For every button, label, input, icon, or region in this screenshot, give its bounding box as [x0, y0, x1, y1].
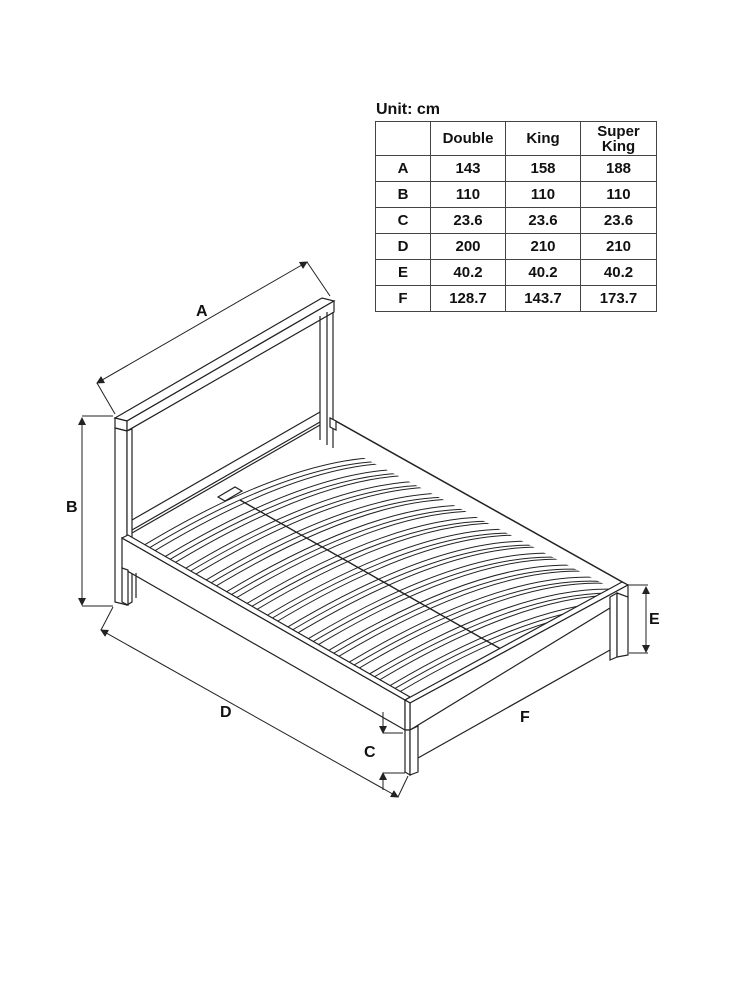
cell-king: 210: [505, 233, 581, 260]
dimension-lines: [78, 261, 650, 798]
label-a: A: [196, 303, 208, 320]
cell-double: 143: [430, 155, 506, 182]
row-label: B: [375, 181, 431, 208]
cell-double: 128.7: [430, 285, 506, 312]
table-row: A 143 158 188: [375, 155, 657, 182]
cell-super-king: 210: [580, 233, 657, 260]
cell-super-king: 110: [580, 181, 657, 208]
cell-king: 158: [505, 155, 581, 182]
label-e: E: [649, 611, 660, 628]
label-d: D: [220, 704, 232, 721]
row-label: D: [375, 233, 431, 260]
cell-super-king: 23.6: [580, 207, 657, 234]
label-b: B: [66, 499, 78, 516]
unit-label: Unit: cm: [376, 101, 440, 118]
label-f: F: [520, 709, 530, 726]
header-double: Double: [430, 121, 506, 156]
cell-king: 23.6: [505, 207, 581, 234]
table-row: F 128.7 143.7 173.7: [375, 285, 657, 312]
cell-super-king: 188: [580, 155, 657, 182]
cell-king: 40.2: [505, 259, 581, 286]
table-row: B 110 110 110: [375, 181, 657, 208]
header-super-king-line1: Super: [597, 122, 640, 140]
table-row: C 23.6 23.6 23.6: [375, 207, 657, 234]
cell-double: 23.6: [430, 207, 506, 234]
cell-super-king: 173.7: [580, 285, 657, 312]
header-super-king-line2: King: [601, 137, 636, 155]
label-c: C: [364, 744, 376, 761]
cell-double: 110: [430, 181, 506, 208]
row-label: C: [375, 207, 431, 234]
row-label: F: [375, 285, 431, 312]
cell-king: 143.7: [505, 285, 581, 312]
header-empty: [375, 121, 431, 156]
table-row: E 40.2 40.2 40.2: [375, 259, 657, 286]
cell-double: 40.2: [430, 259, 506, 286]
table-row: D 200 210 210: [375, 233, 657, 260]
